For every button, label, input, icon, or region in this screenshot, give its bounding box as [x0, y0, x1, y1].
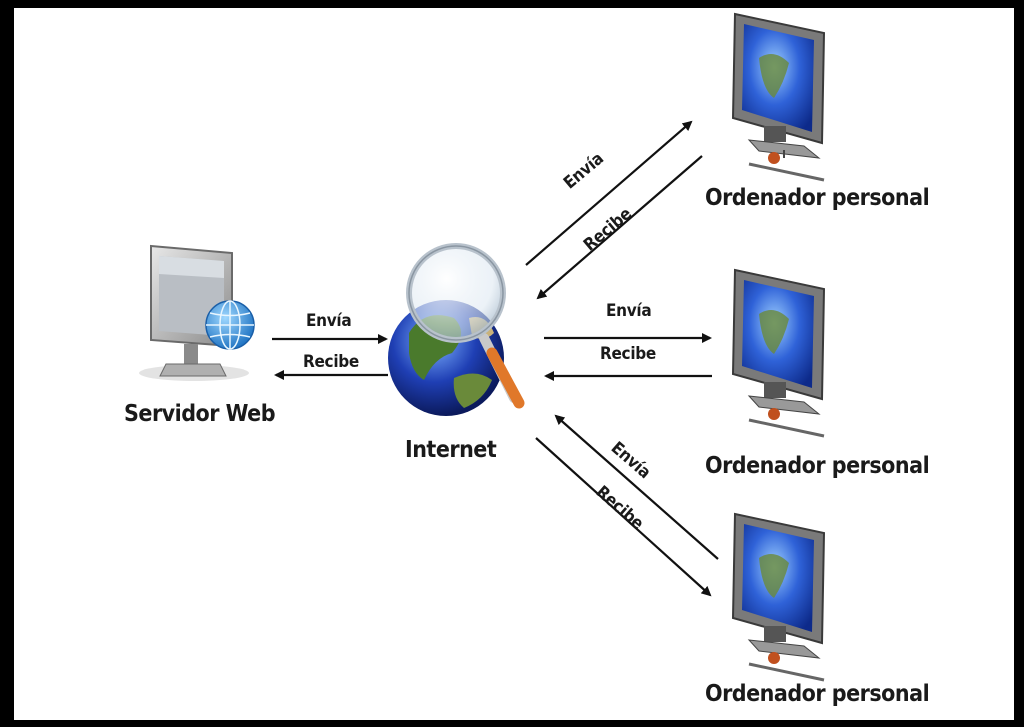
- pc2-receive-label: Recibe: [600, 344, 656, 364]
- server-globe-icon: [205, 300, 255, 350]
- server-monitor-icon: [139, 244, 255, 381]
- pc2-label: Ordenador personal: [705, 453, 930, 479]
- magnifier-icon: [406, 243, 525, 409]
- pc2-monitor-icon: [731, 268, 826, 438]
- pc1-monitor-icon: [731, 12, 826, 182]
- server-label: Servidor Web: [124, 401, 276, 427]
- arrow-internet-to-pc3: [535, 437, 712, 597]
- internet-label: Internet: [405, 437, 497, 463]
- pc3-monitor-icon: [731, 512, 826, 682]
- pc1-label: Ordenador personal: [705, 185, 930, 211]
- arrow-internet-to-pc1: [525, 120, 693, 266]
- diagram-svg: [139, 12, 826, 682]
- diagram-canvas: Servidor Web Internet Ordenador personal…: [14, 8, 1014, 720]
- pc2-send-label: Envía: [606, 301, 652, 321]
- server-receive-label: Recibe: [303, 352, 359, 372]
- arrow-pc3-to-internet: [554, 414, 719, 560]
- arrow-pc1-to-internet: [536, 155, 703, 300]
- pc3-label: Ordenador personal: [705, 681, 930, 707]
- server-send-label: Envía: [306, 311, 352, 331]
